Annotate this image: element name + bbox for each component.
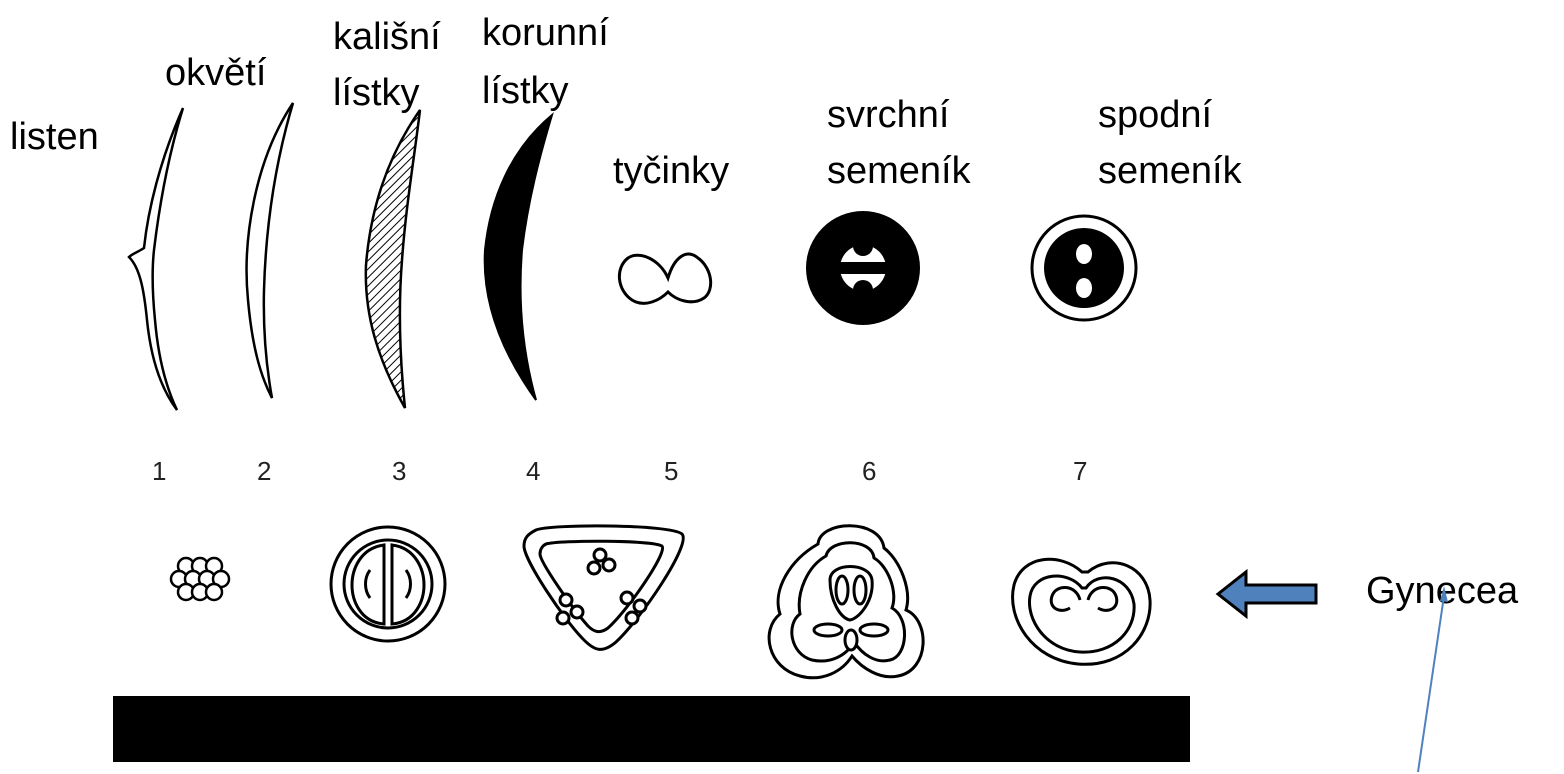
number-1: 1: [152, 456, 167, 486]
number-7: 7: [1073, 456, 1088, 486]
number-4: 4: [526, 456, 541, 486]
label-listen: listen: [10, 116, 99, 158]
number-3: 3: [392, 456, 407, 486]
bract-symbol: [127, 107, 185, 411]
label-okveti: okvětí: [165, 52, 267, 94]
gynoecium-inferior-symbol: [1011, 557, 1152, 666]
label-svrchni-line1: svrchní: [827, 94, 950, 136]
number-5: 5: [664, 456, 679, 486]
gynoecium-apocarpous-symbol: [169, 556, 231, 602]
tepal-symbol: [245, 102, 295, 399]
label-korunni-line1: korunní: [482, 12, 609, 54]
superior-ovary-symbol: [806, 211, 920, 325]
label-kalisni-line2: lístky: [333, 72, 420, 114]
label-svrchni-line2: semeník: [827, 150, 971, 192]
black-bar: [113, 696, 1190, 762]
sepal-symbol: [364, 109, 422, 409]
inferior-ovary-symbol: [1030, 214, 1138, 322]
label-spodni-line2: semeník: [1098, 150, 1242, 192]
petal-symbol: [483, 112, 554, 401]
stamen-symbol: [618, 252, 713, 305]
gynoecium-bicarpellate-symbol: [329, 525, 447, 643]
label-korunni-line2: lístky: [482, 70, 569, 112]
gynoecium-tricarpellate-symbol: [522, 524, 685, 651]
number-2: 2: [257, 456, 272, 486]
label-spodni-line1: spodní: [1098, 94, 1213, 136]
number-6: 6: [862, 456, 877, 486]
gynoecium-trilobed-symbol: [767, 524, 925, 680]
label-tycinky: tyčinky: [613, 150, 730, 192]
pointer-arrow-icon: [1417, 586, 1448, 773]
block-arrow-left-icon: [1215, 568, 1318, 620]
label-kalisni-line1: kališní: [333, 16, 441, 58]
